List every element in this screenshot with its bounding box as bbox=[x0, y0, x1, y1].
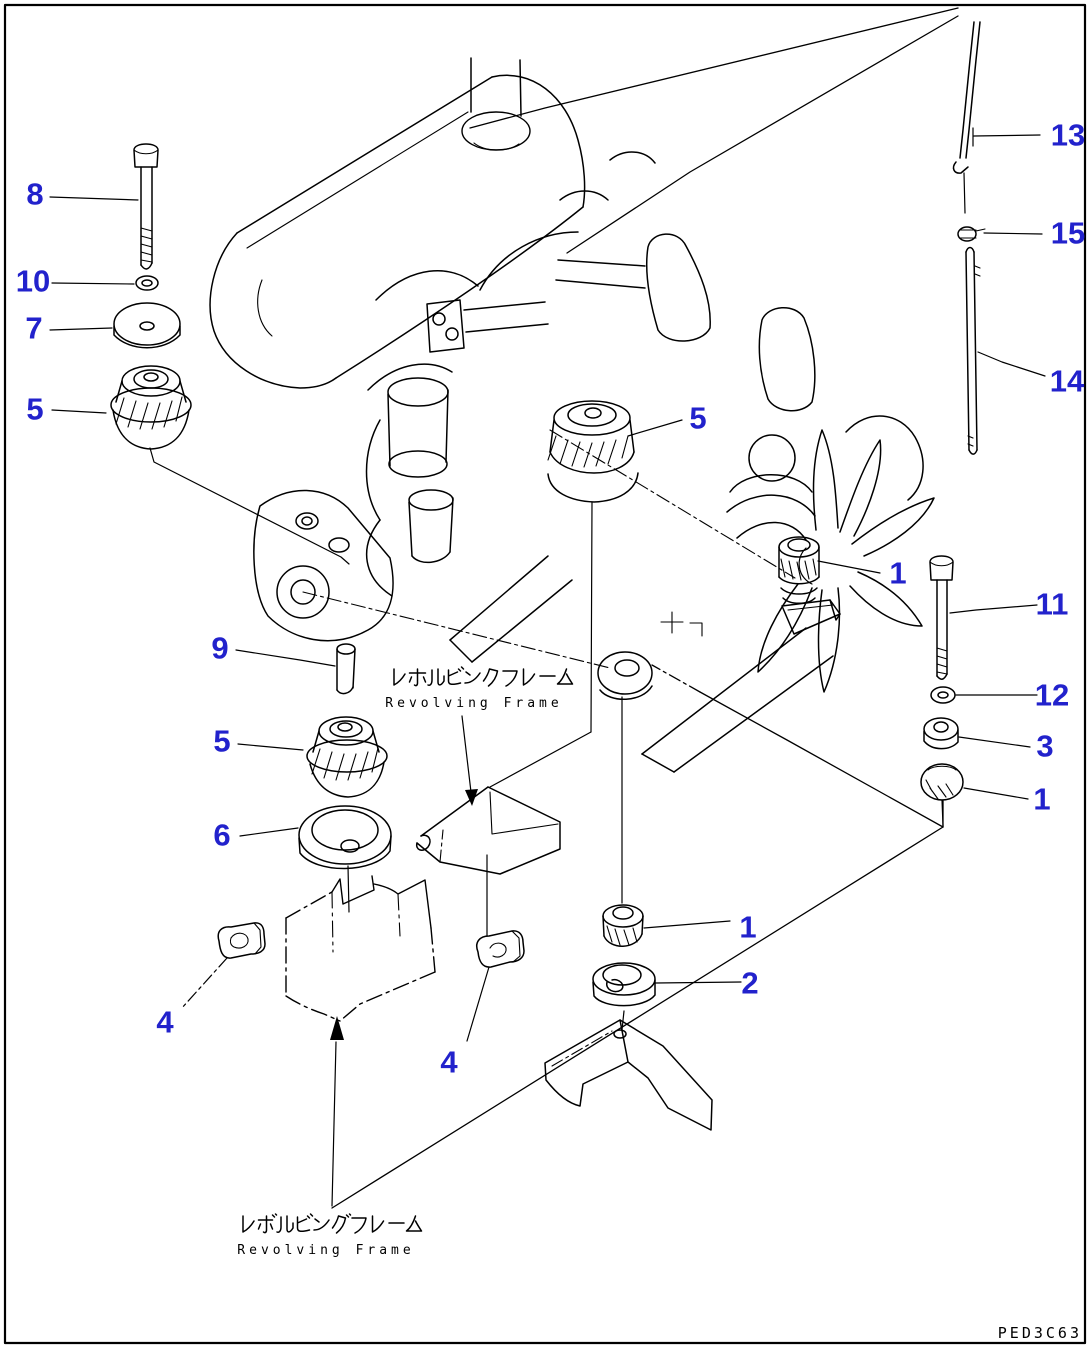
part-5-mount-left bbox=[306, 716, 388, 798]
callout-part-15[interactable]: 15 bbox=[1050, 215, 1086, 251]
muffler bbox=[209, 74, 586, 389]
part-6-ring bbox=[298, 805, 392, 913]
callout-part-12[interactable]: 12 bbox=[1034, 677, 1070, 713]
part-1-fan-mount bbox=[778, 536, 841, 635]
callout-part-4-left[interactable]: 4 bbox=[156, 1004, 174, 1040]
part-5-mount-top-left bbox=[110, 365, 192, 450]
part-14-rod bbox=[965, 246, 981, 455]
annotation-arrows bbox=[330, 715, 478, 1207]
engine-block bbox=[253, 151, 924, 773]
drawing-code: PED3C63 bbox=[997, 1324, 1082, 1342]
part-15-clip bbox=[957, 226, 986, 242]
revolving-frame-plane bbox=[331, 7, 959, 1209]
callout-part-10[interactable]: 10 bbox=[15, 263, 51, 299]
part-7-plate bbox=[113, 302, 181, 349]
bottom-frame-label-jp bbox=[242, 1213, 423, 1234]
cooling-fan bbox=[757, 429, 935, 693]
assembly-axis-lines bbox=[489, 501, 623, 904]
bottom-frame-label-en: Revolving Frame bbox=[237, 1243, 415, 1258]
center-frame-label-en: Revolving Frame bbox=[385, 696, 563, 711]
callout-part-5-top-left[interactable]: 5 bbox=[26, 391, 44, 427]
part-1-mount-right bbox=[920, 763, 964, 827]
leader-lines bbox=[49, 127, 1046, 1042]
part-2-grommet bbox=[592, 962, 656, 1039]
bottom-bracket bbox=[544, 1019, 713, 1131]
callout-part-14[interactable]: 14 bbox=[1049, 363, 1085, 399]
part-5-mount-center bbox=[547, 400, 639, 503]
part-1-mount-center bbox=[602, 904, 644, 947]
part-9-pin bbox=[336, 643, 356, 695]
exhaust-pipe bbox=[461, 57, 531, 151]
part-12-washer bbox=[930, 686, 956, 704]
callout-part-3[interactable]: 3 bbox=[1036, 728, 1054, 764]
callout-part-11[interactable]: 11 bbox=[1035, 586, 1069, 622]
callout-part-9[interactable]: 9 bbox=[211, 630, 229, 666]
part-3-washer bbox=[923, 717, 959, 750]
callout-part-1-right[interactable]: 1 bbox=[1033, 781, 1051, 817]
callout-part-5-center[interactable]: 5 bbox=[689, 400, 707, 436]
callout-part-1-center[interactable]: 1 bbox=[739, 909, 757, 945]
part-8-bolt bbox=[133, 143, 159, 270]
callout-part-6[interactable]: 6 bbox=[213, 817, 231, 853]
callout-part-4-center[interactable]: 4 bbox=[440, 1044, 458, 1080]
part-11-bolt bbox=[929, 555, 954, 680]
part-4-clip-left bbox=[217, 922, 266, 959]
frame-piece-center bbox=[415, 786, 561, 937]
center-frame-label-jp bbox=[393, 666, 574, 687]
drawing-border bbox=[3, 3, 1087, 1345]
callout-part-13[interactable]: 13 bbox=[1050, 117, 1086, 153]
heat-shield bbox=[285, 875, 436, 1022]
callout-part-1-fan[interactable]: 1 bbox=[889, 555, 907, 591]
part-13-rod bbox=[952, 21, 981, 214]
part-4-clip-center bbox=[476, 930, 525, 968]
callout-part-8[interactable]: 8 bbox=[26, 176, 44, 212]
part-10-washer bbox=[135, 275, 159, 291]
callout-part-2[interactable]: 2 bbox=[741, 965, 759, 1001]
callout-part-7[interactable]: 7 bbox=[25, 310, 43, 346]
callout-part-5-left[interactable]: 5 bbox=[213, 723, 231, 759]
